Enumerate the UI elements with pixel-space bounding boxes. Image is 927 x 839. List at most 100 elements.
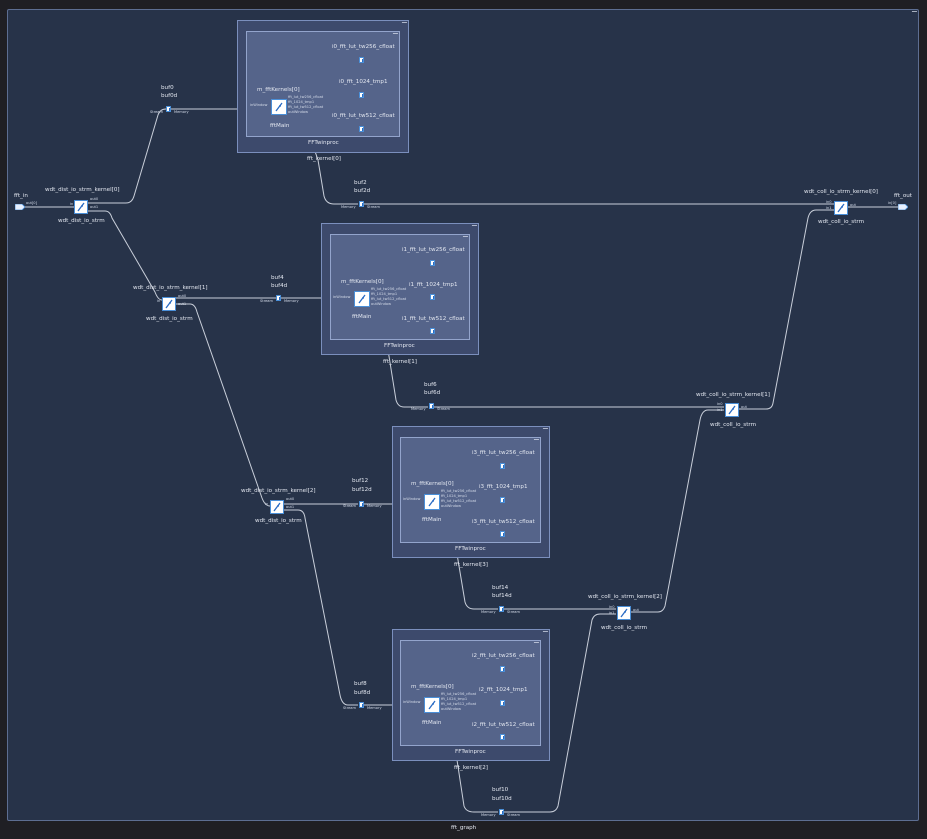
buffer-12-right-type: Memory (367, 504, 382, 508)
coll-kernel-0-pin-in0: in0 (826, 200, 832, 204)
coll-kernel-2-pin-out: out (633, 608, 639, 612)
fft-kernel-2-pin-2: fft_1024_tmp1 (441, 697, 468, 701)
buffer-8-node[interactable] (359, 702, 364, 708)
fft-kernel-3-sub-title: m_fftKernels[0] (411, 481, 454, 487)
buffer-12-node[interactable] (359, 501, 364, 507)
fft-kernel-0-lut-0: i0_fft_lut_tw256_cfloat (332, 44, 395, 50)
buffer-8-name: buf8 (354, 681, 367, 687)
fft-kernel-1-lut-2-node[interactable] (430, 328, 435, 334)
buffer-4-node[interactable] (276, 295, 281, 301)
coll-kernel-0-func: wdt_coll_io_strm (818, 219, 865, 225)
fft-kernel-2-lut-1-node[interactable] (500, 700, 505, 706)
coll-kernel-2-func: wdt_coll_io_strm (601, 625, 648, 631)
fft-kernel-2-sub-title: m_fftKernels[0] (411, 684, 454, 690)
fft-kernel-3-collapse-button[interactable]: − (542, 424, 549, 433)
coll-kernel-1-title: wdt_coll_io_strm_kernel[1] (696, 392, 770, 398)
buffer-6-node[interactable] (429, 403, 434, 409)
fft-kernel-3-subgraph[interactable] (400, 437, 541, 543)
fft-kernel-3-lut-0-node[interactable] (500, 463, 505, 469)
coll-kernel-2-pin-in1: in1 (609, 611, 615, 615)
fft-kernel-2-lut-2-node[interactable] (500, 734, 505, 740)
dist-kernel-1-title: wdt_dist_io_strm_kernel[1] (133, 285, 208, 291)
dist-kernel-2-pin-in: in (265, 502, 269, 506)
fft-kernel-1-pin-1: fft_lut_tw256_cfloat (371, 287, 407, 291)
buffer-0-node[interactable] (166, 106, 171, 112)
fft-kernel-0-collapse-button[interactable]: − (401, 18, 408, 27)
fft-kernel-3-pin-out: outWindow (441, 504, 462, 508)
graph-input-port-icon[interactable] (15, 204, 25, 210)
dist-kernel-0-icon[interactable] (74, 200, 88, 214)
fft-kernel-1-pin-out: outWindow (371, 302, 392, 306)
fft-kernel-1-sub-collapse-button[interactable]: − (462, 232, 469, 241)
buffer-10-node[interactable] (499, 809, 504, 815)
fft-kernel-0-subgraph[interactable] (246, 31, 400, 137)
coll-kernel-2-pin-in0: in0 (609, 605, 615, 609)
fft-kernel-0-pin-2: fft_1024_tmp1 (288, 100, 315, 104)
fft-kernel-3-pin-in: inWindow (403, 497, 421, 501)
fft-kernel-2-class: FFTwinproc (455, 749, 486, 755)
buffer-8-right-type: Memory (367, 706, 382, 710)
fft-kernel-0-main-icon[interactable] (271, 99, 287, 115)
dist-kernel-2-title: wdt_dist_io_strm_kernel[2] (241, 488, 316, 494)
fft-kernel-0-lut-1: i0_fft_1024_tmp1 (339, 79, 388, 85)
fft-kernel-0-lut-2-node[interactable] (359, 126, 364, 132)
fft-kernel-3-lut-0: i3_fft_lut_tw256_cfloat (472, 450, 535, 456)
fft-kernel-3-lut-1-node[interactable] (500, 497, 505, 503)
graph-collapse-button[interactable]: − (911, 7, 918, 16)
fft-kernel-2-lut-0-node[interactable] (500, 666, 505, 672)
fft-kernel-3-lut-2-node[interactable] (500, 531, 505, 537)
buffer-4-right-type: Memory (284, 299, 299, 303)
fft-kernel-3-pin-3: fft_lut_tw512_cfloat (441, 499, 477, 503)
buffer-0-name: buf0 (161, 85, 174, 91)
dist-kernel-2-pin-out1: out1 (286, 505, 295, 509)
fft-kernel-0-sub-title: m_fftKernels[0] (257, 87, 300, 93)
buffer-14-right-type: Stream (507, 610, 521, 614)
buffer-6-name: buf6 (424, 382, 437, 388)
dist-kernel-0-func: wdt_dist_io_strm (58, 218, 105, 224)
fft-kernel-2-main: fftMain (422, 720, 442, 726)
fft-kernel-0-pin-out: outWindow (288, 110, 309, 114)
fft-kernel-1-collapse-button[interactable]: − (471, 221, 478, 230)
coll-kernel-1-func: wdt_coll_io_strm (710, 422, 757, 428)
buffer-14-node[interactable] (499, 606, 504, 612)
coll-kernel-2-icon[interactable] (617, 606, 631, 620)
fft-kernel-2-sub-collapse-button[interactable]: − (533, 638, 540, 647)
fft-kernel-0-lut-1-node[interactable] (359, 92, 364, 98)
dist-kernel-2-icon[interactable] (270, 500, 284, 514)
fft-kernel-3-sub-collapse-button[interactable]: − (533, 435, 540, 444)
fft-kernel-0-lut-0-node[interactable] (359, 57, 364, 63)
fft-kernel-1-lut-1-node[interactable] (430, 294, 435, 300)
fft-kernel-1-subgraph[interactable] (330, 234, 470, 340)
fft-kernel-1-pin-in: inWindow (333, 295, 351, 299)
dist-kernel-1-icon[interactable] (162, 297, 176, 311)
fft-kernel-3-lut-1: i3_fft_1024_tmp1 (479, 484, 528, 490)
coll-kernel-0-icon[interactable] (834, 201, 848, 215)
buffer-10-alt-name: buf10d (492, 796, 512, 802)
dist-kernel-0-pin-out1: out1 (90, 205, 99, 209)
fft-kernel-2-pin-1: fft_lut_tw256_cfloat (441, 692, 477, 696)
graph-output-label: fft_out (894, 193, 913, 199)
fft-kernel-0-lut-2: i0_fft_lut_tw512_cfloat (332, 113, 395, 119)
fft-kernel-1-main-icon[interactable] (354, 291, 370, 307)
fft-kernel-0-pin-3: fft_lut_tw512_cfloat (288, 105, 324, 109)
coll-kernel-1-pin-in1: in1 (717, 408, 723, 412)
coll-kernel-1-icon[interactable] (725, 403, 739, 417)
buffer-14-left-type: Memory (481, 610, 496, 614)
fft-kernel-2-main-icon[interactable] (424, 697, 440, 713)
fft-kernel-3-main: fftMain (422, 517, 442, 523)
graph-input-pin: out[0] (26, 201, 37, 205)
fft-kernel-1-instance: fft_kernel[1] (383, 359, 417, 365)
buffer-4-alt-name: buf4d (271, 283, 288, 289)
buffer-2-node[interactable] (359, 201, 364, 207)
fft-kernel-2-subgraph[interactable] (400, 640, 541, 746)
buffer-6-alt-name: buf6d (424, 390, 441, 396)
buffer-8-left-type: Stream (343, 706, 357, 710)
fft-kernel-1-lut-0-node[interactable] (430, 260, 435, 266)
fft-kernel-0-sub-collapse-button[interactable]: − (392, 29, 399, 38)
fft-kernel-2-collapse-button[interactable]: − (542, 627, 549, 636)
buffer-10-left-type: Memory (481, 813, 496, 817)
fft-kernel-3-main-icon[interactable] (424, 494, 440, 510)
coll-kernel-0-pin-out: out (850, 203, 856, 207)
fft-kernel-0-pin-1: fft_lut_tw256_cfloat (288, 95, 324, 99)
graph-output-port-icon[interactable] (898, 204, 908, 210)
